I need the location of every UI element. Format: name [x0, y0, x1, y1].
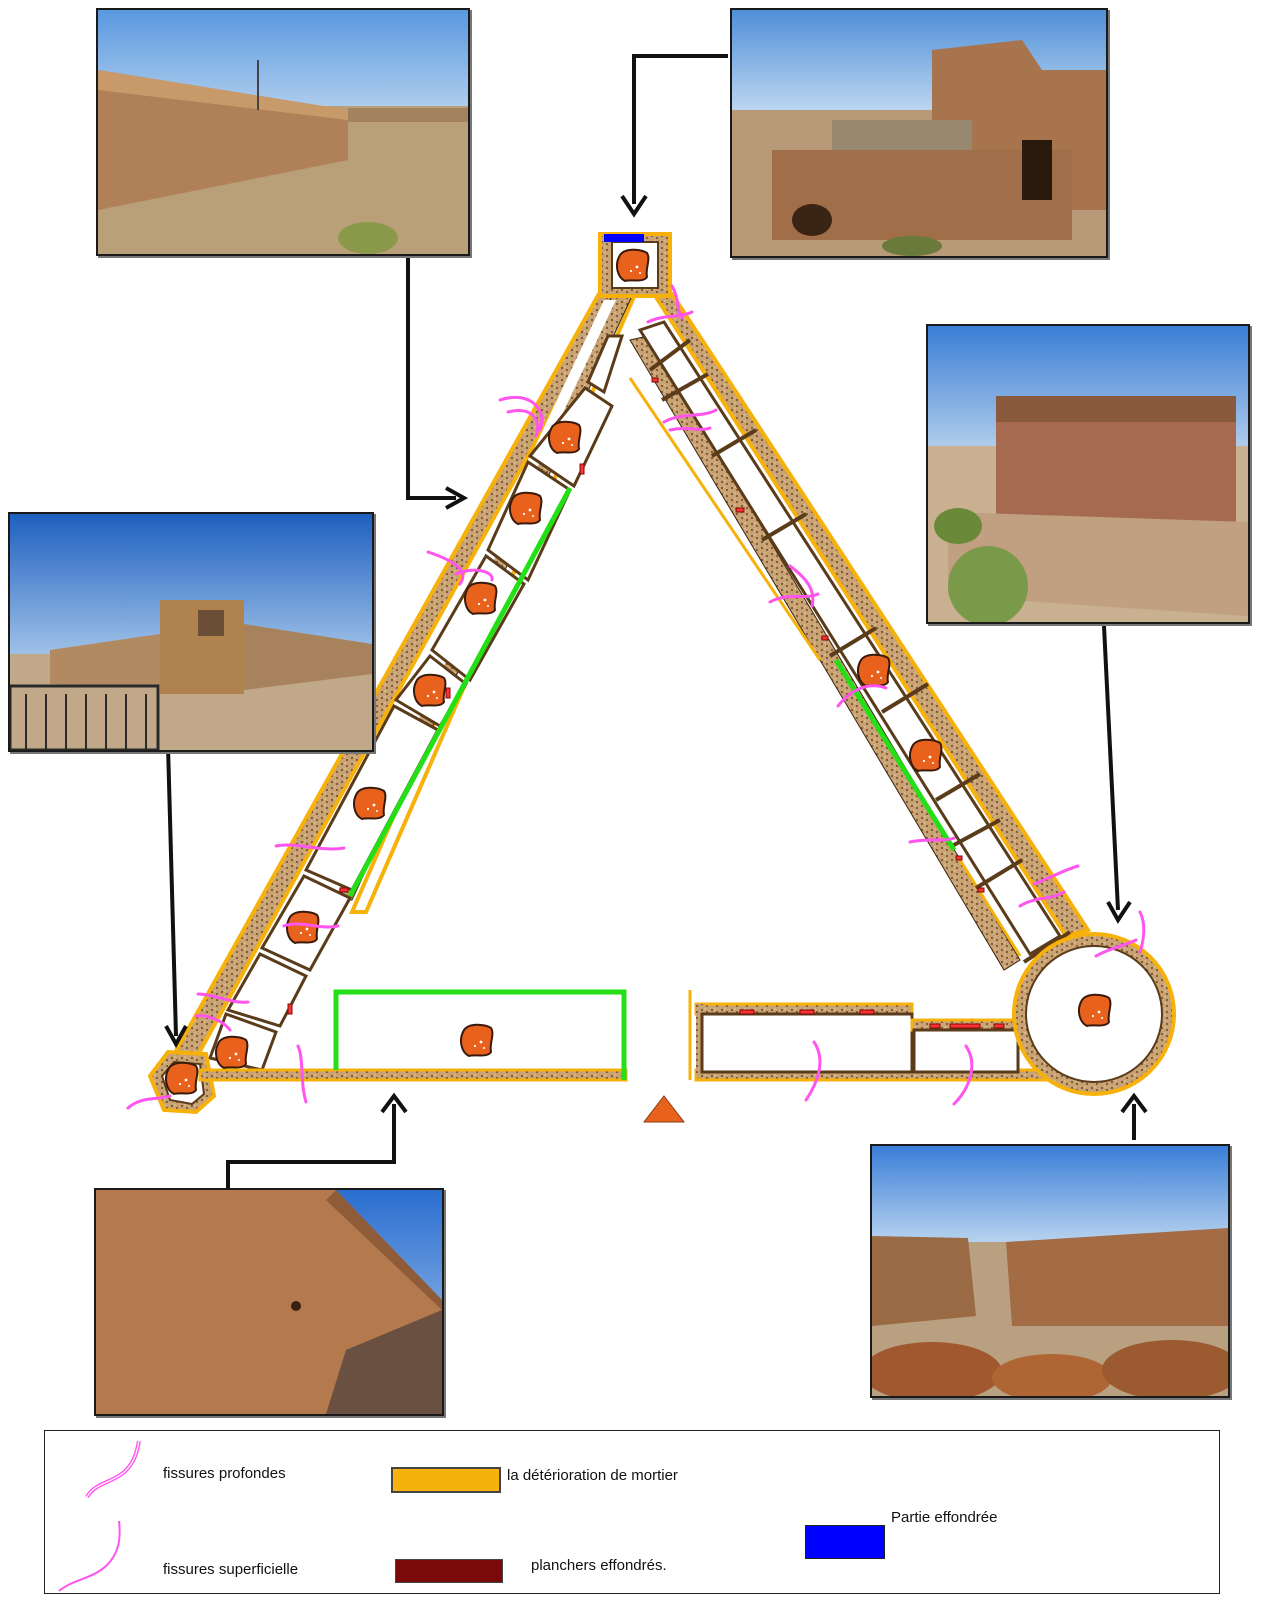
- legend-label-deep-cracks: fissures profondes: [163, 1465, 286, 1482]
- arrow-heads: [164, 194, 1148, 1114]
- stone-blob-icon: [909, 738, 943, 772]
- deep-crack-icon: [85, 1440, 141, 1499]
- stone-blob-icon: [857, 653, 891, 687]
- legend-label-mortar-deterioration: la détérioration de mortier: [507, 1467, 678, 1484]
- stone-blob-icon: [215, 1035, 249, 1069]
- stone-blob-icon: [509, 491, 543, 525]
- photo-bottom-right-ruin: [870, 1144, 1230, 1398]
- photo-top-left-wall: [96, 8, 470, 256]
- photo-right-tower: [926, 324, 1250, 624]
- legend-label-collapsed-floors: planchers effondrés.: [531, 1557, 667, 1574]
- fort-plan: [126, 232, 1176, 1123]
- collapsed-part-swatch: [805, 1525, 885, 1559]
- stone-blob-icon: [353, 786, 387, 820]
- legend-label-surface-cracks: fissures superficielle: [163, 1561, 299, 1578]
- stone-blob-icon: [413, 673, 447, 707]
- stone-blob-icon: [548, 420, 582, 454]
- surface-crack-icon: [58, 1520, 121, 1592]
- stone-blob-icon: [165, 1061, 199, 1095]
- crack-marks: [126, 284, 1146, 1110]
- triangle-marker-icon: [642, 1095, 686, 1123]
- stone-blob-icon: [616, 248, 650, 282]
- stone-blob-icon: [464, 581, 498, 615]
- legend-label-collapsed-part: Partie effondrée: [891, 1509, 998, 1526]
- collapsed-floors-swatch: [395, 1559, 503, 1583]
- stone-blob-icon: [1078, 993, 1112, 1027]
- stone-blob-icon: [460, 1023, 494, 1057]
- bottom-wall-left: [198, 989, 628, 1082]
- right-arm-rooms: [648, 338, 1072, 964]
- mortar-deterioration-swatch: [391, 1467, 501, 1493]
- legend: fissures profondes fissures superficiell…: [44, 1430, 1220, 1594]
- collapsed-floor-marks: [287, 377, 1005, 1029]
- photo-left-fort: [8, 512, 374, 752]
- stone-blob-icon: [286, 910, 320, 944]
- bottom-wall-right: [688, 990, 1062, 1082]
- photo-top-right-ruin: [730, 8, 1108, 258]
- collapsed-part-marker: [604, 234, 644, 242]
- photo-bottom-left-wall: [94, 1188, 444, 1416]
